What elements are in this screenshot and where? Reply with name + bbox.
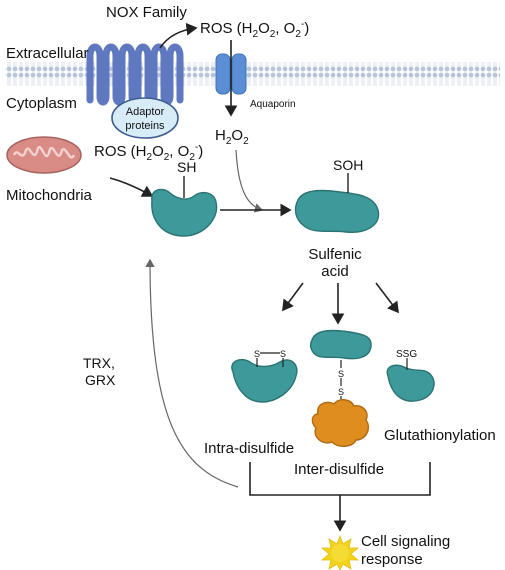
inter-s-2: S	[338, 387, 344, 397]
arrow-nox-to-ros	[159, 22, 198, 49]
arrow-to-intra-disulfide	[282, 282, 304, 312]
intra-s-left: S	[254, 349, 260, 359]
trx-label: TRX,	[83, 355, 115, 371]
adaptor-proteins: Adaptor proteins	[111, 97, 179, 139]
adaptor-label-line2: proteins	[125, 120, 165, 132]
sulfenic-acid-label-line1: Sulfenic	[308, 246, 362, 263]
aquaporin-channel	[215, 53, 247, 95]
reduced-protein	[151, 176, 218, 237]
soh-label: SOH	[333, 157, 363, 173]
inter-disulfide-label: Inter-disulfide	[294, 461, 384, 478]
signal-burst-icon	[320, 534, 360, 570]
cytoplasm-label: Cytoplasm	[6, 95, 77, 112]
sh-label: SH	[177, 159, 196, 175]
ssg-label: SSG	[396, 349, 417, 360]
arrow-trx-grx-reduction	[145, 258, 239, 488]
aquaporin-label: Aquaporin	[250, 99, 296, 110]
intra-disulfide-label: Intra-disulfide	[204, 440, 294, 457]
extracellular-label: Extracellular	[6, 45, 89, 62]
nox-protein	[86, 43, 184, 106]
cell-signaling-label-line1: Cell signaling	[361, 533, 450, 550]
arrow-h2o2-to-sulfenic	[235, 149, 264, 213]
ros-mitochondria-label: ROS (H2O2, O2-)	[94, 142, 203, 163]
glutathionylation-label: Glutathionylation	[384, 427, 496, 444]
mitochondrion	[6, 136, 82, 174]
ros-extracellular-label: ROS (H2O2, O2-)	[200, 19, 309, 40]
adaptor-label-line1: Adaptor	[126, 106, 165, 118]
intra-s-right: S	[280, 349, 286, 359]
nox-family-label: NOX Family	[106, 4, 187, 21]
arrow-to-glutathionylation	[375, 282, 399, 314]
sulfenic-acid-label-line2: acid	[321, 263, 349, 280]
sulfenic-acid-protein	[294, 173, 380, 233]
cell-signaling-label-line2: response	[361, 551, 423, 568]
glutathionylated-protein	[386, 358, 435, 402]
inter-s-1: S	[338, 369, 344, 379]
mitochondria-label: Mitochondria	[6, 187, 93, 204]
grx-label: GRX	[85, 372, 116, 388]
arrow-mito-ros-to-protein	[109, 177, 154, 197]
cell-membrane	[5, 62, 500, 86]
inter-disulfide-partner-protein	[311, 399, 370, 447]
h2o2-label: H2O2	[215, 127, 249, 147]
intra-disulfide-protein	[231, 352, 298, 403]
